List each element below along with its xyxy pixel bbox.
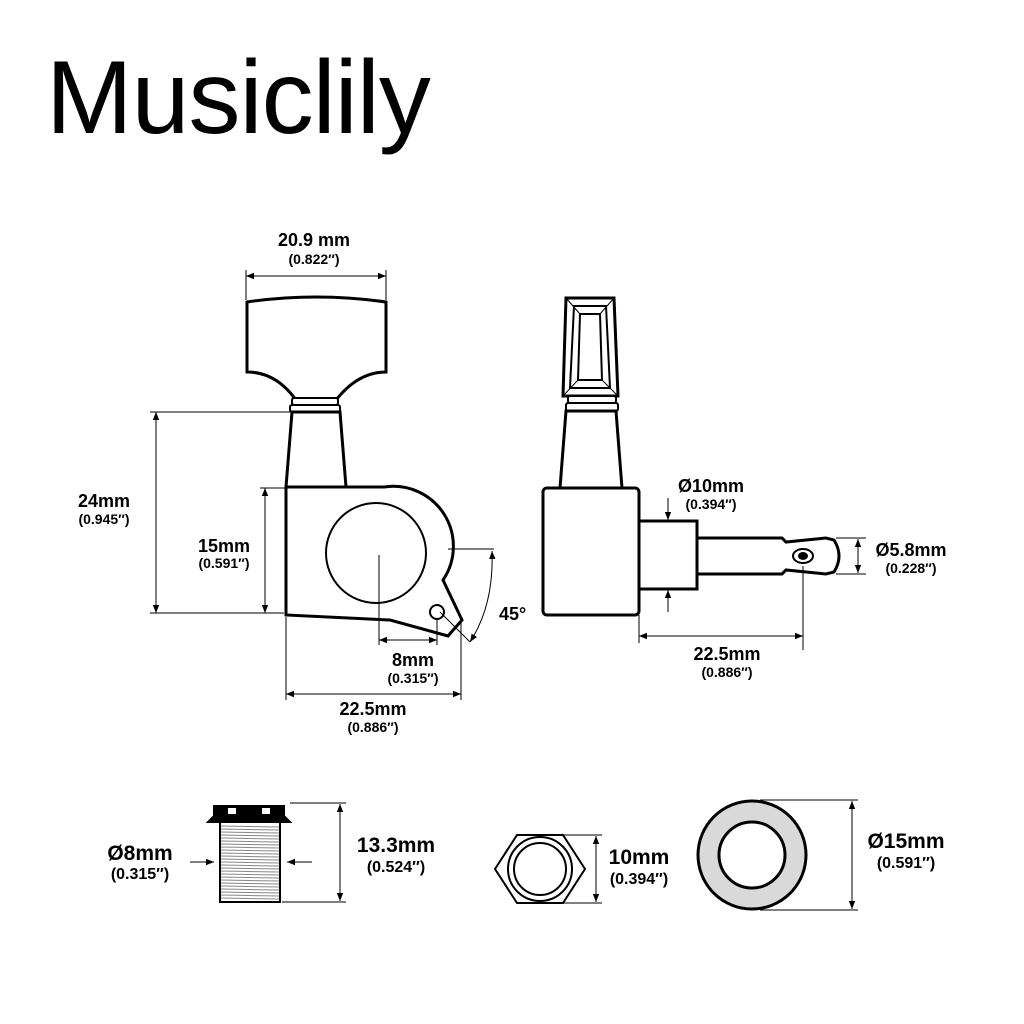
thread-line (220, 828, 280, 831)
string-post (695, 536, 841, 576)
angle-label: 45° (499, 604, 526, 624)
width-mm-label: 20.9 mm (278, 230, 350, 250)
thread-line (220, 825, 280, 828)
washer-part: Ø15mm (0.591″) (696, 799, 945, 911)
side-view: Ø10mm (0.394″) Ø5.8mm (0.228″) 22.5mm (0… (541, 296, 947, 680)
bushing-part: Ø8mm (0.315″) 13.3mm (0.524″) (107, 802, 435, 903)
thread-line (220, 843, 280, 846)
washer-diameter-mm-label: Ø15mm (867, 830, 944, 853)
bushing-flange (205, 805, 293, 823)
flange-notch (262, 808, 270, 814)
key-bevel-inner (576, 313, 604, 381)
width-in-label: (0.822″) (288, 251, 339, 267)
length-in-label: (0.886″) (701, 664, 752, 680)
mount-screw-hole (429, 604, 445, 620)
thread-line (220, 855, 280, 858)
depth-in-label: (0.886″) (347, 719, 398, 735)
thread-line (220, 888, 280, 891)
tuner-key-button (245, 295, 388, 402)
thread-line (220, 879, 280, 882)
thread-line (220, 876, 280, 879)
bushing-height-mm-label: 13.3mm (357, 834, 435, 857)
bevel-edge (601, 379, 619, 397)
flange-notch (228, 808, 236, 814)
thread-line (220, 834, 280, 837)
post-in-label: (0.228″) (885, 560, 936, 576)
nut-size-in-label: (0.394″) (610, 871, 668, 888)
gear-cover-circle (325, 502, 427, 604)
thread-line (220, 891, 280, 894)
thread-lines (220, 825, 280, 900)
angle-arc (469, 550, 496, 643)
bevel-edge (565, 297, 581, 315)
thread-line (220, 873, 280, 876)
thread-line (220, 864, 280, 867)
thread-line (220, 837, 280, 840)
depth-mm-label: 22.5mm (339, 699, 406, 719)
length-mm-label: 22.5mm (693, 644, 760, 664)
height-mm-label: 24mm (78, 491, 130, 511)
front-view: 20.9 mm (0.822″) 24mm (0.945″) 15mm (0.5… (78, 230, 526, 735)
post-string-hole-inner (798, 552, 808, 560)
thread-line (220, 858, 280, 861)
side-shaft (558, 409, 624, 490)
angle-reference-line (439, 611, 471, 643)
washer-diameter-in-label: (0.591″) (877, 855, 935, 872)
body-in-label: (0.591″) (198, 555, 249, 571)
collar-ring (567, 395, 617, 404)
brand-title: Musiclily (46, 40, 431, 156)
washer-hole (717, 820, 787, 890)
collar-ring (291, 397, 339, 406)
thread-line (220, 840, 280, 843)
bushing-mm-label: Ø10mm (678, 476, 744, 496)
hex-nut-part: 10mm (0.394″) (493, 834, 670, 904)
tab-in-label: (0.315″) (387, 670, 438, 686)
thread-line (220, 831, 280, 834)
thread-line (220, 861, 280, 864)
thread-line (220, 897, 280, 900)
bushing-diameter-in-label: (0.315″) (111, 866, 169, 883)
thread-line (220, 882, 280, 885)
thread-line (220, 894, 280, 897)
thread-line (220, 870, 280, 873)
bushing-diameter-mm-label: Ø8mm (107, 842, 172, 865)
bevel-edge (562, 379, 579, 397)
nut-size-mm-label: 10mm (609, 846, 670, 869)
height-in-label: (0.945″) (78, 511, 129, 527)
thread-line (220, 867, 280, 870)
post-mm-label: Ø5.8mm (875, 540, 946, 560)
side-bushing (637, 519, 699, 591)
thread-line (220, 885, 280, 888)
bevel-edge (599, 297, 615, 315)
thread-line (220, 849, 280, 852)
body-mm-label: 15mm (198, 536, 250, 556)
side-body (541, 486, 641, 617)
hex-nut-ring-inner (513, 842, 567, 896)
tab-mm-label: 8mm (392, 650, 434, 670)
thread-line (220, 852, 280, 855)
thread-line (220, 846, 280, 849)
bushing-height-in-label: (0.524″) (367, 859, 425, 876)
bushing-in-label: (0.394″) (685, 496, 736, 512)
tuner-shaft (284, 410, 348, 489)
